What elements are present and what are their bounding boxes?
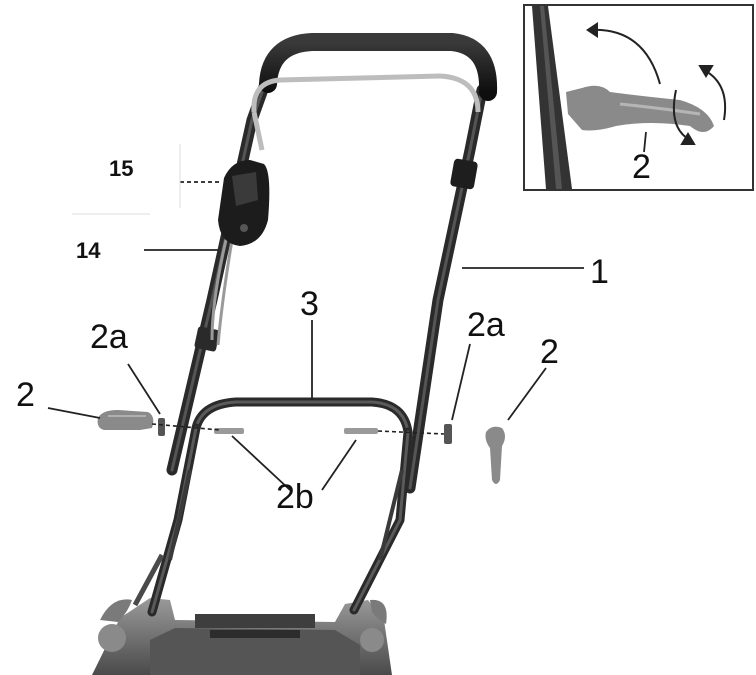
callout-2-left: 2 (16, 376, 35, 414)
callout-inset-2: 2 (632, 148, 651, 186)
callout-15: 15 (109, 156, 134, 181)
bolts (214, 428, 378, 434)
callout-14: 14 (76, 238, 101, 263)
right-washer (444, 424, 452, 444)
rotate-arrows-icon (672, 65, 726, 145)
callout-1: 1 (590, 253, 609, 291)
scan-edges (72, 144, 181, 215)
left-knob (97, 410, 154, 430)
callout-2b: 2b (276, 478, 314, 516)
inset-detail (523, 4, 754, 191)
left-washer (158, 418, 165, 436)
callout-2a-left: 2a (90, 318, 128, 356)
curved-arrow-icon (587, 28, 661, 85)
mower-deck (92, 598, 392, 675)
switch-box (218, 160, 270, 246)
callout-3: 3 (300, 285, 319, 323)
right-knob (485, 426, 505, 484)
assembly-axis-lines (151, 423, 445, 435)
leader-lines (47, 181, 584, 491)
callout-2a-right: 2a (467, 306, 505, 344)
lower-handle (132, 397, 413, 617)
brake-bar (210, 73, 481, 346)
callout-2-right: 2 (540, 333, 559, 371)
